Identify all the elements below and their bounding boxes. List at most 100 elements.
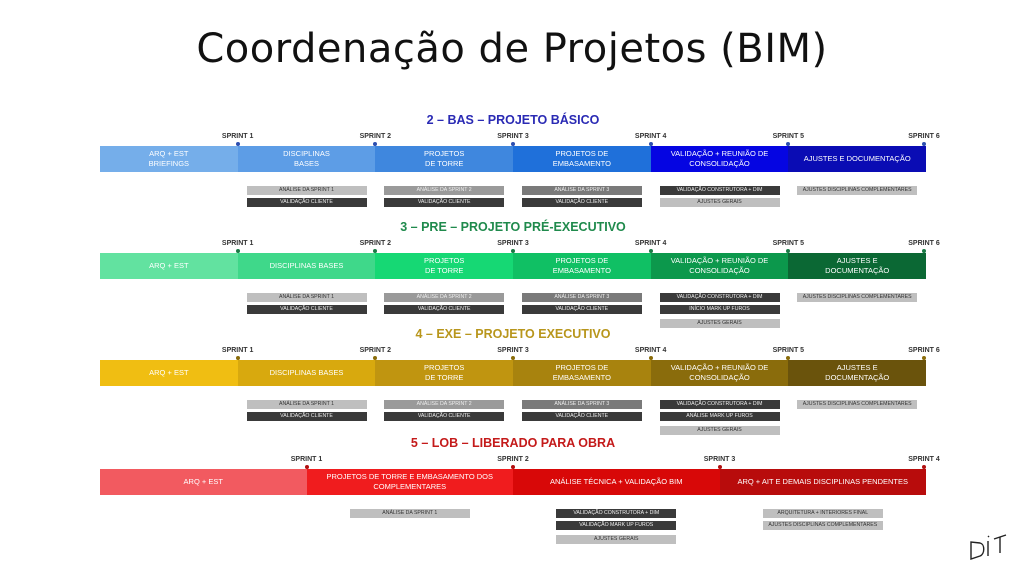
- sprint-label: SPRINT 6: [908, 240, 940, 247]
- sprint-label: SPRINT 1: [290, 456, 323, 463]
- phase-segment: PROJETOS DE EMBASAMENTO: [513, 253, 651, 279]
- sprint-label: SPRINT 4: [634, 240, 667, 247]
- sprint-label: SPRINT 6: [908, 347, 940, 354]
- task-label: VALIDAÇÃO CLIENTE: [521, 305, 642, 314]
- phase-segment: VALIDAÇÃO + REUNIÃO DE CONSOLIDAÇÃO: [650, 146, 789, 172]
- phase-segment: VALIDAÇÃO + REUNIÃO DE CONSOLIDAÇÃO: [650, 253, 789, 279]
- sprint-marker-stem: [306, 467, 307, 470]
- task-label: VALIDAÇÃO CONSTRUTORA + DIM: [659, 400, 780, 409]
- task-label: VALIDAÇÃO MARK UP FUROS: [556, 521, 677, 530]
- sprint-label: SPRINT 3: [497, 347, 529, 354]
- task-label: ANÁLISE DA SPRINT 1: [246, 186, 367, 195]
- sprint-label: SPRINT 3: [703, 456, 736, 463]
- task-label: ARQUITETURA + INTERIORES FINAL: [762, 509, 883, 518]
- phase-segment: PROJETOS DE TORRE E EMBASAMENTO DOS COMP…: [306, 469, 513, 495]
- sprint-marker-stem: [374, 144, 376, 147]
- task-label: AJUSTES GERAIS: [659, 426, 780, 435]
- phase-segment: ARQ + AIT E DEMAIS DISCIPLINAS PENDENTES: [719, 469, 926, 495]
- sprint-marker-stem: [923, 144, 925, 147]
- task-label: ANÁLISE DA SPRINT 2: [384, 186, 505, 195]
- sprint-label: SPRINT 4: [634, 347, 667, 354]
- sprint-marker-stem: [650, 144, 652, 147]
- sprint-label: SPRINT 5: [772, 240, 805, 247]
- sprint-marker-stem: [787, 251, 789, 254]
- sprint-marker-stem: [650, 251, 652, 254]
- phase-segment: DISCIPLINAS BASES: [237, 146, 376, 172]
- sprint-label: SPRINT 2: [359, 133, 392, 140]
- sprint-marker-stem: [512, 358, 514, 361]
- task-label: ANÁLISE DA SPRINT 1: [349, 509, 470, 518]
- section-title: 5 – LOB – LIBERADO PARA OBRA: [410, 436, 616, 450]
- phase-segment: PROJETOS DE EMBASAMENTO: [513, 146, 651, 172]
- section-title: 3 – PRE – PROJETO PRÉ-EXECUTIVO: [400, 220, 626, 234]
- task-label: AJUSTES DISCIPLINAS COMPLEMENTARES: [797, 186, 918, 195]
- phase-segment: AJUSTES E DOCUMENTAÇÃO: [788, 360, 927, 386]
- task-label: AJUSTES DISCIPLINAS COMPLEMENTARES: [797, 400, 918, 409]
- sprint-marker-stem: [237, 144, 239, 147]
- sprint-marker-stem: [374, 358, 376, 361]
- sprint-label: SPRINT 3: [497, 133, 529, 140]
- task-label: VALIDAÇÃO CLIENTE: [246, 198, 367, 207]
- sprint-label: SPRINT 5: [772, 347, 805, 354]
- phase-segment: VALIDAÇÃO + REUNIÃO DE CONSOLIDAÇÃO: [650, 360, 789, 386]
- task-label: VALIDAÇÃO CLIENTE: [246, 412, 367, 421]
- phase-segment: ARQ + EST: [100, 253, 238, 279]
- task-label: AJUSTES DISCIPLINAS COMPLEMENTARES: [762, 521, 883, 530]
- sprint-marker-stem: [923, 467, 925, 470]
- phase-segment: PROJETOS DE TORRE: [375, 253, 514, 279]
- task-label: ANÁLISE DA SPRINT 2: [384, 293, 505, 302]
- page-title: Coordenação de Projetos (BIM): [196, 26, 828, 72]
- sprint-label: SPRINT 6: [908, 133, 940, 140]
- section-title: 4 – EXE – PROJETO EXECUTIVO: [415, 327, 611, 341]
- task-label: AJUSTES GERAIS: [556, 535, 677, 544]
- section-title: 2 – BAS – PROJETO BÁSICO: [426, 113, 600, 127]
- task-label: VALIDAÇÃO CONSTRUTORA + DIM: [659, 186, 780, 195]
- sprint-marker-stem: [237, 251, 239, 254]
- sprint-marker-stem: [650, 358, 652, 361]
- task-label: VALIDAÇÃO CLIENTE: [384, 412, 505, 421]
- sprint-label: SPRINT 2: [359, 347, 392, 354]
- phase-segment: PROJETOS DE TORRE: [375, 360, 514, 386]
- task-label: VALIDAÇÃO CLIENTE: [521, 412, 642, 421]
- phase-segment: ARQ + EST BRIEFINGS: [100, 146, 238, 172]
- task-label: VALIDAÇÃO CONSTRUTORA + DIM: [659, 293, 780, 302]
- sprint-marker-stem: [374, 251, 376, 254]
- task-label: VALIDAÇÃO CONSTRUTORA + DIM: [556, 509, 677, 518]
- task-label: VALIDAÇÃO CLIENTE: [384, 305, 505, 314]
- phase-segment: PROJETOS DE TORRE: [375, 146, 514, 172]
- sprint-marker-stem: [787, 358, 789, 361]
- phase-segment: PROJETOS DE EMBASAMENTO: [513, 360, 651, 386]
- sprint-marker-stem: [923, 251, 925, 254]
- task-label: VALIDAÇÃO CLIENTE: [246, 305, 367, 314]
- phase-segment: AJUSTES E DOCUMENTAÇÃO: [788, 146, 927, 172]
- sprint-label: SPRINT 5: [772, 133, 805, 140]
- sprint-label: SPRINT 2: [497, 456, 529, 463]
- sprint-label: SPRINT 1: [221, 133, 254, 140]
- sprint-label: SPRINT 1: [221, 347, 254, 354]
- sprint-marker-stem: [512, 251, 514, 254]
- task-label: VALIDAÇÃO CLIENTE: [521, 198, 642, 207]
- sprint-marker-stem: [512, 467, 514, 470]
- phase-segment: AJUSTES E DOCUMENTAÇÃO: [788, 253, 927, 279]
- task-label: ANÁLISE DA SPRINT 3: [521, 186, 642, 195]
- company-logo: [970, 534, 1007, 560]
- sprint-label: SPRINT 4: [634, 133, 667, 140]
- phase-segment: ANÁLISE TÉCNICA + VALIDAÇÃO BIM: [513, 469, 720, 495]
- sprint-marker-stem: [237, 358, 239, 361]
- sprint-marker-stem: [512, 144, 514, 147]
- task-label: ANÁLISE MARK UP FUROS: [659, 412, 780, 421]
- sprint-label: SPRINT 2: [359, 240, 392, 247]
- phase-segment: ARQ + EST: [100, 469, 307, 495]
- sprint-label: SPRINT 1: [221, 240, 254, 247]
- task-label: ANÁLISE DA SPRINT 1: [246, 400, 367, 409]
- task-label: ANÁLISE DA SPRINT 3: [521, 293, 642, 302]
- sprint-marker-stem: [787, 144, 789, 147]
- phase-segment: DISCIPLINAS BASES: [237, 253, 376, 279]
- sprint-marker-stem: [719, 467, 720, 470]
- sprint-label: SPRINT 4: [908, 456, 940, 463]
- phase-segment: DISCIPLINAS BASES: [237, 360, 376, 386]
